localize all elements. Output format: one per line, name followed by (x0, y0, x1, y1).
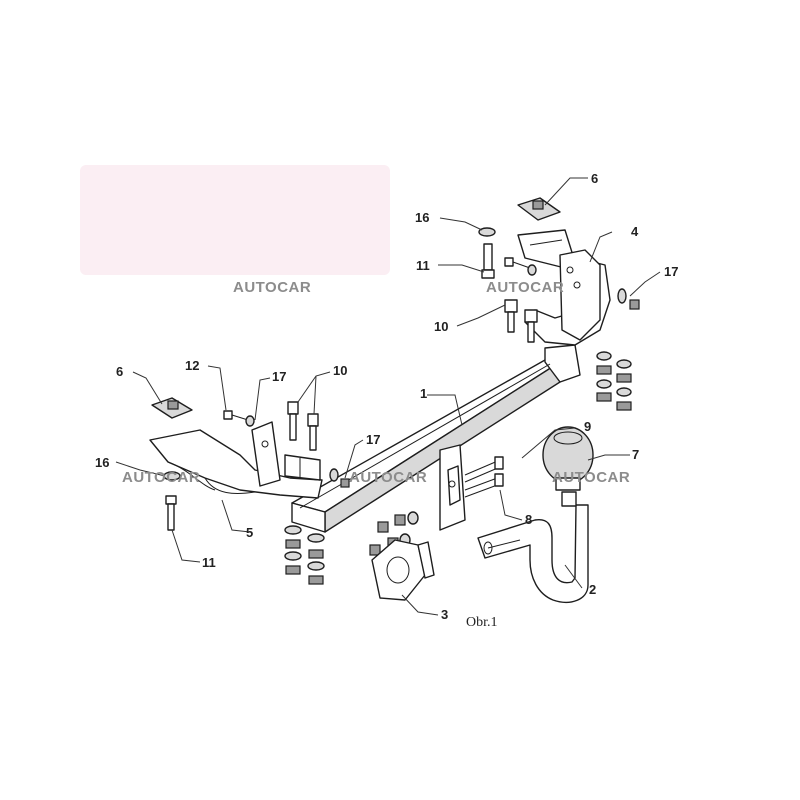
watermark-left: AUTOCAR (122, 469, 200, 486)
callout-17-center: 17 (366, 432, 380, 447)
callout-8: 8 (525, 512, 532, 527)
watermark-right: AUTOCAR (552, 469, 630, 486)
callout-16-left: 16 (95, 455, 109, 470)
part-6-left-clamp (151, 397, 193, 419)
part-6-right-clamp (517, 197, 561, 221)
callout-12: 12 (185, 358, 199, 373)
watermark-top-left: AUTOCAR (233, 279, 311, 296)
part-1-cross-beam (291, 344, 581, 533)
center-mount-bracket (369, 444, 504, 556)
callout-6-left: 6 (116, 364, 123, 379)
callout-17-left: 17 (272, 369, 286, 384)
watermarks: AUTOCAR AUTOCAR AUTOCAR AUTOCAR AUTOCAR (122, 279, 630, 486)
callout-10-left: 10 (333, 363, 347, 378)
callout-11-right: 11 (416, 258, 430, 273)
watermark-center: AUTOCAR (349, 469, 427, 486)
callout-2: 2 (589, 582, 596, 597)
watermark-top-right: AUTOCAR (486, 279, 564, 296)
callout-7: 7 (632, 447, 639, 462)
part-5-left-bracket (149, 421, 323, 499)
callout-6-right: 6 (591, 171, 598, 186)
callout-4: 4 (631, 224, 639, 239)
part-7-tow-ball (542, 426, 594, 491)
callout-17-right: 17 (664, 264, 678, 279)
figure-label: Obr.1 (466, 615, 498, 630)
callout-11-left: 11 (202, 555, 216, 570)
callout-9: 9 (584, 419, 591, 434)
callout-3: 3 (441, 607, 448, 622)
part-3-socket-plate (371, 539, 435, 601)
leader-lines (115, 177, 661, 616)
callout-10-right: 10 (434, 319, 448, 334)
fasteners (163, 227, 640, 585)
callout-5: 5 (246, 525, 253, 540)
callout-16-right: 16 (415, 210, 429, 225)
part-4-right-bracket (517, 229, 611, 346)
part-2-tow-arm (477, 491, 589, 603)
callout-1: 1 (420, 386, 427, 401)
callout-labels: 1 2 3 4 5 6 6 7 8 9 10 10 11 11 12 16 16… (95, 171, 678, 622)
blurred-area (80, 165, 390, 275)
